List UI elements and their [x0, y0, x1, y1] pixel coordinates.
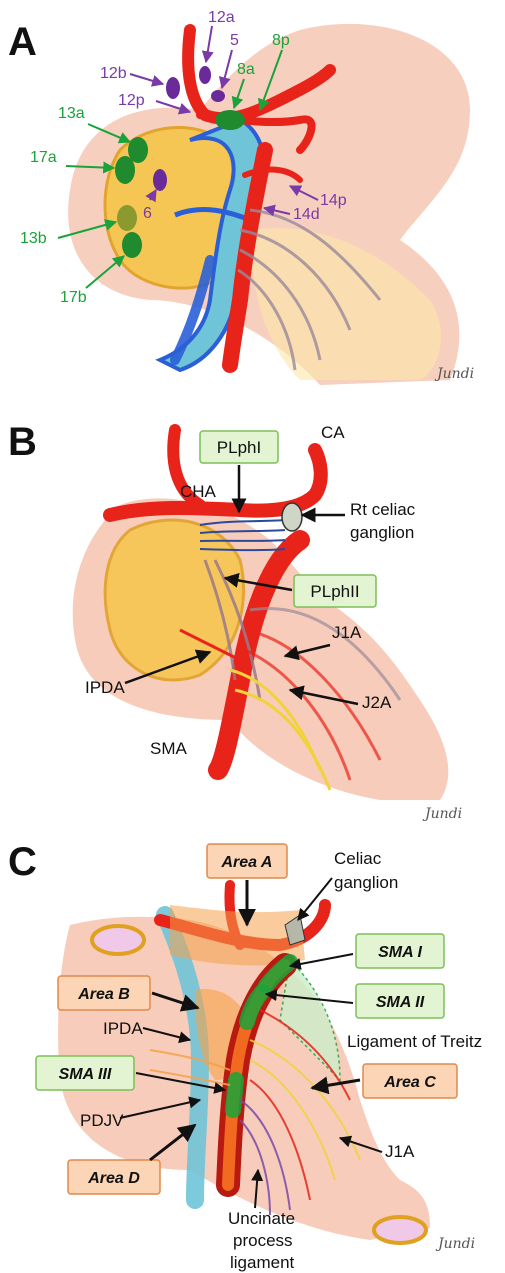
panel-b-signature: Jundi	[422, 806, 462, 822]
panel-c-label-pdjv: PDJV	[80, 1111, 124, 1130]
panel-b-pancreas-head	[105, 520, 243, 680]
panel-c-jejunum-lumen	[374, 1217, 426, 1243]
panel-a-node-12a	[199, 66, 211, 84]
panel-a-label: 6	[143, 205, 152, 222]
panel-a: A 12a 5	[8, 9, 474, 385]
panel-a-label: 12p	[118, 92, 145, 109]
panel-c-letter: C	[8, 840, 37, 884]
panel-b-label-rt-celiac: ganglion	[350, 523, 414, 542]
panel-a-label: 17b	[60, 289, 87, 306]
panel-c-box-label: SMA III	[59, 1066, 112, 1083]
panel-c-label-celiac: Celiac	[334, 849, 382, 868]
panel-a-label: 17a	[30, 149, 57, 166]
panel-c-label-uncinate: Uncinate	[228, 1209, 295, 1228]
panel-c-label-uncinate: ligament	[230, 1253, 295, 1272]
panel-c-box-label: SMA I	[378, 944, 422, 961]
panel-c-box-label: Area B	[77, 986, 130, 1003]
panel-c-box-sma-iii: SMA III	[36, 1056, 134, 1090]
panel-b-label-j2a: J2A	[362, 693, 392, 712]
panel-b-label-rt-celiac: Rt celiac	[350, 500, 416, 519]
panel-b-label-cha: CHA	[180, 482, 217, 501]
panel-a-node-5	[211, 90, 225, 102]
panel-c-label-celiac: ganglion	[334, 873, 398, 892]
panel-b-label-ca: CA	[321, 423, 345, 442]
panel-c: C	[8, 840, 482, 1272]
panel-c-box-sma-i: SMA I	[356, 934, 444, 968]
panel-a-label: 13a	[58, 105, 85, 122]
panel-c-box-label: SMA II	[376, 994, 425, 1011]
panel-a-label: 8a	[237, 61, 255, 78]
panel-b-label-j1a: J1A	[332, 623, 362, 642]
panel-b-label-ipda: IPDA	[85, 678, 125, 697]
panel-a-label: 12a	[208, 9, 235, 26]
panel-a-label: 5	[230, 32, 239, 49]
panel-a-node-17b	[122, 232, 142, 258]
panel-b-letter: B	[8, 420, 37, 464]
panel-c-label-uncinate: process	[233, 1231, 293, 1250]
panel-a-signature: Jundi	[434, 366, 474, 382]
panel-a-label: 14d	[293, 206, 320, 223]
panel-c-box-label: Area C	[383, 1074, 436, 1091]
panel-a-node-12b	[166, 77, 180, 99]
panel-a-letter: A	[8, 20, 37, 64]
panel-a-label: 13b	[20, 230, 47, 247]
panel-a-node-17a	[115, 156, 135, 184]
panel-b-box-plphii: PLphII	[294, 575, 376, 607]
panel-a-node-6	[153, 169, 167, 191]
panel-c-box-area-b: Area B	[58, 976, 150, 1010]
panel-c-box-area-a: Area A	[207, 844, 287, 878]
panel-c-box-area-d: Area D	[68, 1160, 160, 1194]
panel-c-box-sma-ii: SMA II	[356, 984, 444, 1018]
panel-c-label-treitz: Ligament of Treitz	[347, 1032, 482, 1051]
panel-b-celiac-ganglion	[282, 503, 302, 531]
panel-b-box-label: PLphII	[310, 582, 359, 601]
panel-a-label: 14p	[320, 192, 347, 209]
panel-c-box-label: Area D	[87, 1170, 140, 1187]
panel-c-box-label: Area A	[221, 854, 273, 871]
panel-b: B PLph	[8, 420, 462, 822]
panel-a-label: 12b	[100, 65, 127, 82]
panel-b-label-sma: SMA	[150, 739, 188, 758]
panel-a-node-8a	[215, 110, 245, 130]
panel-b-box-plphi: PLphI	[200, 431, 278, 463]
panel-b-box-label: PLphI	[217, 438, 261, 457]
panel-a-label: 8p	[272, 32, 290, 49]
panel-c-duodenum-lumen	[92, 926, 144, 954]
panel-c-signature: Jundi	[435, 1236, 475, 1252]
panel-c-label-ipda: IPDA	[103, 1019, 143, 1038]
panel-a-node-13b	[117, 205, 137, 231]
panel-c-label-j1a: J1A	[385, 1142, 415, 1161]
panel-c-box-area-c: Area C	[363, 1064, 457, 1098]
panel-c-sma-segment-iii	[233, 1080, 236, 1110]
